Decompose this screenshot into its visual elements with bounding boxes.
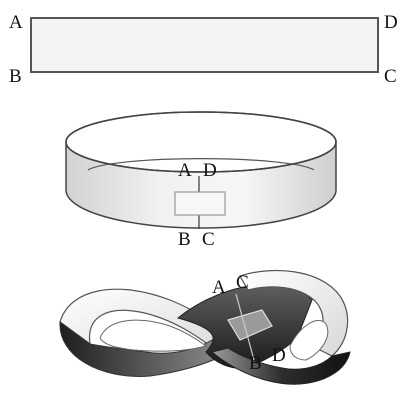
band-inner-lower-edge bbox=[87, 157, 315, 171]
flat-strip: A D B C bbox=[9, 12, 398, 87]
strip-label-c: C bbox=[384, 66, 397, 87]
band-label-c: C bbox=[202, 229, 215, 250]
band-top-rim bbox=[65, 111, 337, 173]
band-tape bbox=[174, 191, 226, 216]
band-label-b: B bbox=[178, 229, 191, 250]
mobius-label-c: C bbox=[236, 272, 249, 293]
mobius-label-a: A bbox=[212, 277, 226, 298]
cylinder-band: A D B C bbox=[65, 111, 337, 250]
strip-label-d: D bbox=[384, 12, 398, 33]
band-label-d: D bbox=[203, 160, 217, 181]
strip-label-a: A bbox=[9, 12, 23, 33]
mobius-strip: A C B D bbox=[59, 269, 351, 385]
strip-label-b: B bbox=[9, 66, 22, 87]
mobius-left-hole bbox=[99, 319, 208, 352]
mobius-label-d: D bbox=[272, 345, 286, 366]
band-inner-surface bbox=[65, 111, 337, 143]
mobius-right-bottom bbox=[210, 347, 351, 385]
strip-rectangle bbox=[30, 17, 379, 73]
mobius-right-hole bbox=[289, 319, 329, 361]
mobius-label-b: B bbox=[249, 353, 262, 374]
mobius-tape bbox=[227, 309, 273, 341]
band-label-a: A bbox=[178, 160, 192, 181]
mobius-seam bbox=[235, 293, 255, 361]
